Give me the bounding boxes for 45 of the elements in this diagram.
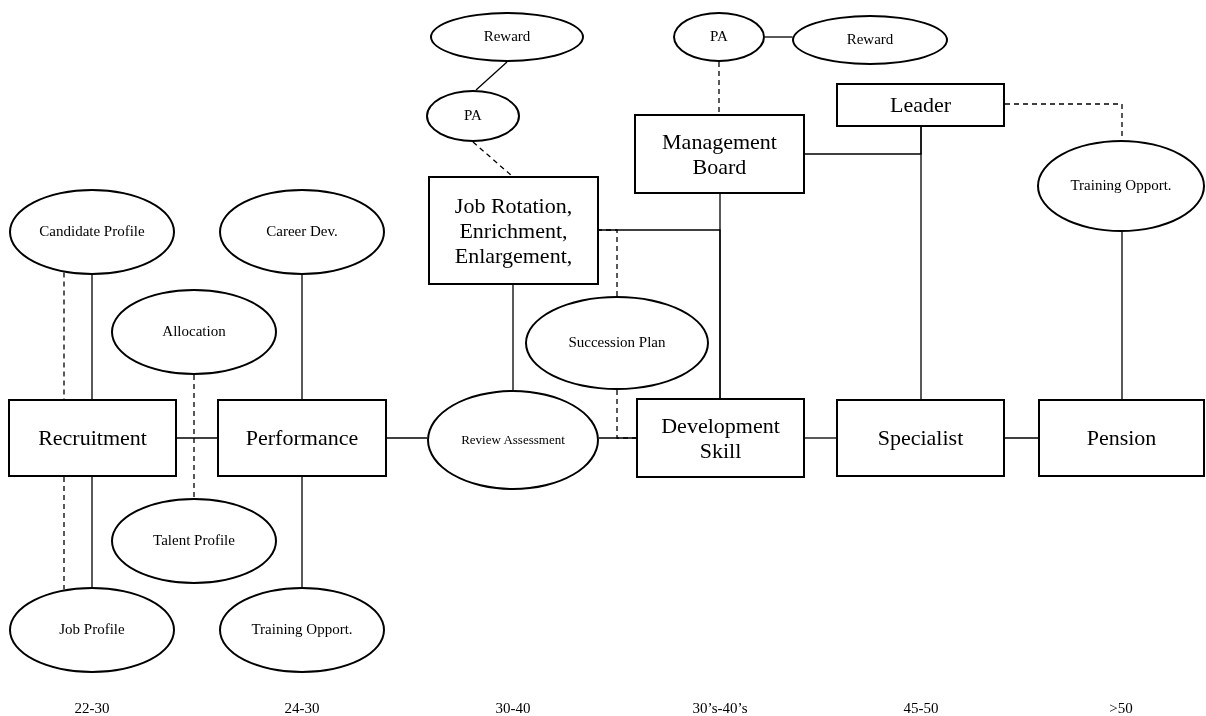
connector-line	[920, 126, 922, 400]
process-box: Pension	[1038, 399, 1205, 477]
ellipse-node: Career Dev.	[219, 189, 385, 275]
connector-line	[475, 61, 508, 91]
ellipse-node: Succession Plan	[525, 296, 709, 390]
process-box: Job Rotation, Enrichment, Enlargement,	[428, 176, 599, 285]
process-box: Performance	[217, 399, 387, 477]
age-range-label: 22-30	[74, 699, 110, 716]
connector-line	[176, 437, 218, 439]
ellipse-node: PA	[426, 90, 520, 142]
process-box: Management Board	[634, 114, 805, 194]
ellipse-node: PA	[673, 12, 765, 62]
connector-line	[386, 437, 428, 439]
connector-line	[193, 374, 195, 499]
ellipse-node: Review Assessment	[427, 390, 599, 490]
connector-line	[1121, 231, 1123, 400]
ellipse-node: Talent Profile	[111, 498, 277, 584]
age-range-label: >50	[1109, 699, 1133, 716]
age-range-label: 30-40	[495, 699, 531, 716]
age-range-label: 30’s-40’s	[692, 699, 748, 716]
connector-line	[301, 476, 303, 588]
connector-line	[719, 193, 721, 399]
connector-line	[764, 36, 794, 38]
process-box: Recruitment	[8, 399, 177, 477]
ellipse-node: Job Profile	[9, 587, 175, 673]
ellipse-node: Allocation	[111, 289, 277, 375]
ellipse-node: Reward	[430, 12, 584, 62]
connector-line	[91, 476, 93, 588]
connector-line	[616, 389, 637, 439]
age-range-label: 24-30	[284, 699, 320, 716]
age-range-label: 45-50	[903, 699, 939, 716]
process-box: Specialist	[836, 399, 1005, 477]
connector-line	[512, 284, 514, 391]
connector-line	[718, 61, 720, 115]
process-box: Leader	[836, 83, 1005, 127]
ellipse-node: Training Opport.	[219, 587, 385, 673]
connector-line	[804, 437, 837, 439]
connector-line	[1004, 437, 1039, 439]
connector-line	[472, 141, 513, 177]
ellipse-node: Candidate Profile	[9, 189, 175, 275]
process-box: Development Skill	[636, 398, 805, 478]
ellipse-node: Reward	[792, 15, 948, 65]
connector-line	[91, 274, 93, 400]
ellipse-node: Training Opport.	[1037, 140, 1205, 232]
connector-line	[301, 274, 303, 400]
